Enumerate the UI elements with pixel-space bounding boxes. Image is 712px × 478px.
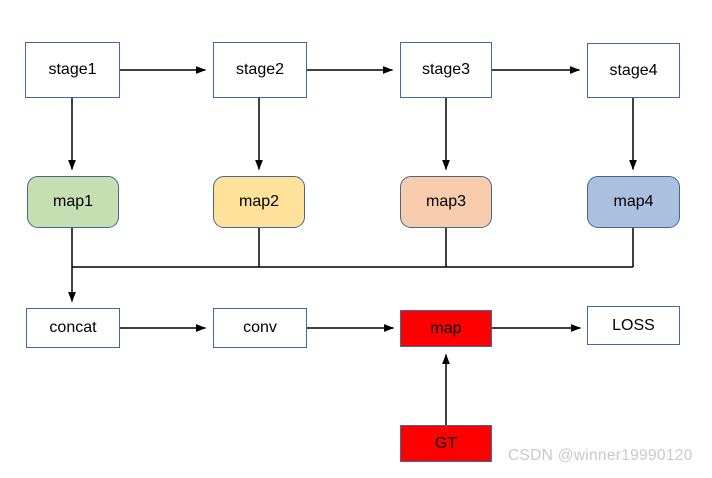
node-stage1-label: stage1 xyxy=(48,61,97,78)
node-loss-label: LOSS xyxy=(612,316,655,334)
node-stage3-label: stage3 xyxy=(421,61,471,78)
node-map-output-label: map xyxy=(430,319,462,337)
node-stage2-label: stage2 xyxy=(235,61,285,78)
node-map2[interactable]: map2 xyxy=(213,176,305,228)
node-map3[interactable]: map3 xyxy=(400,176,492,228)
node-map4-label: map4 xyxy=(613,193,654,210)
node-map3-label: map3 xyxy=(425,193,467,210)
node-conv-label: conv xyxy=(243,319,277,336)
watermark: CSDN @winner19990120 xyxy=(508,447,693,464)
node-loss[interactable]: LOSS xyxy=(587,306,680,345)
node-stage4-label: stage4 xyxy=(609,61,658,79)
node-map4[interactable]: map4 xyxy=(587,176,680,228)
node-map-output[interactable]: map xyxy=(400,310,492,347)
node-concat-label: concat xyxy=(49,319,97,336)
node-stage1[interactable]: stage1 xyxy=(25,42,120,98)
node-concat[interactable]: concat xyxy=(26,308,120,348)
node-stage3[interactable]: stage3 xyxy=(400,42,492,98)
node-map2-label: map2 xyxy=(238,193,280,210)
node-stage2[interactable]: stage2 xyxy=(213,42,307,98)
node-conv[interactable]: conv xyxy=(213,308,307,348)
node-stage4[interactable]: stage4 xyxy=(587,43,680,98)
node-gt[interactable]: GT xyxy=(400,425,492,462)
node-gt-label: GT xyxy=(434,434,458,452)
node-map1-label: map1 xyxy=(52,193,94,210)
node-map1[interactable]: map1 xyxy=(27,176,119,228)
